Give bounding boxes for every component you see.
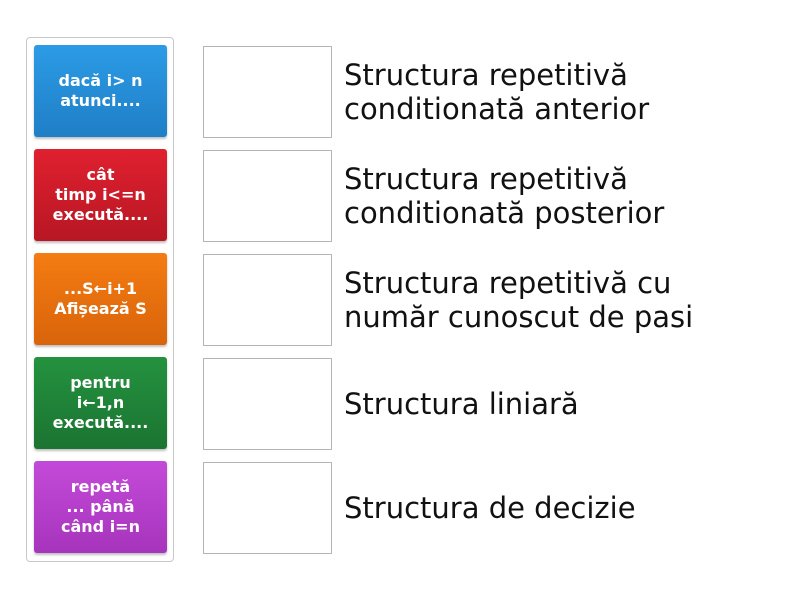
- target-label-1: Structura repetitivă conditionată anteri…: [344, 58, 650, 126]
- drop-slot-4[interactable]: [203, 358, 332, 450]
- draggable-tile-3[interactable]: ...S←i+1 Afișează S: [34, 253, 167, 345]
- drop-slot-2[interactable]: [203, 150, 332, 242]
- target-label-3: Structura repetitivă cu număr cunoscut d…: [344, 266, 694, 334]
- draggable-tile-5[interactable]: repetă ... până când i=n: [34, 461, 167, 553]
- target-label-2: Structura repetitivă conditionată poster…: [344, 162, 665, 230]
- draggable-tile-1[interactable]: dacă i> n atunci....: [34, 45, 167, 137]
- drop-slot-5[interactable]: [203, 462, 332, 554]
- drop-slot-3[interactable]: [203, 254, 332, 346]
- draggable-tile-2[interactable]: cât timp i<=n execută....: [34, 149, 167, 241]
- target-label-5: Structura de decizie: [344, 491, 636, 525]
- drop-slot-1[interactable]: [203, 46, 332, 138]
- draggable-tile-4[interactable]: pentru i←1,n execută....: [34, 357, 167, 449]
- target-label-4: Structura liniară: [344, 387, 579, 421]
